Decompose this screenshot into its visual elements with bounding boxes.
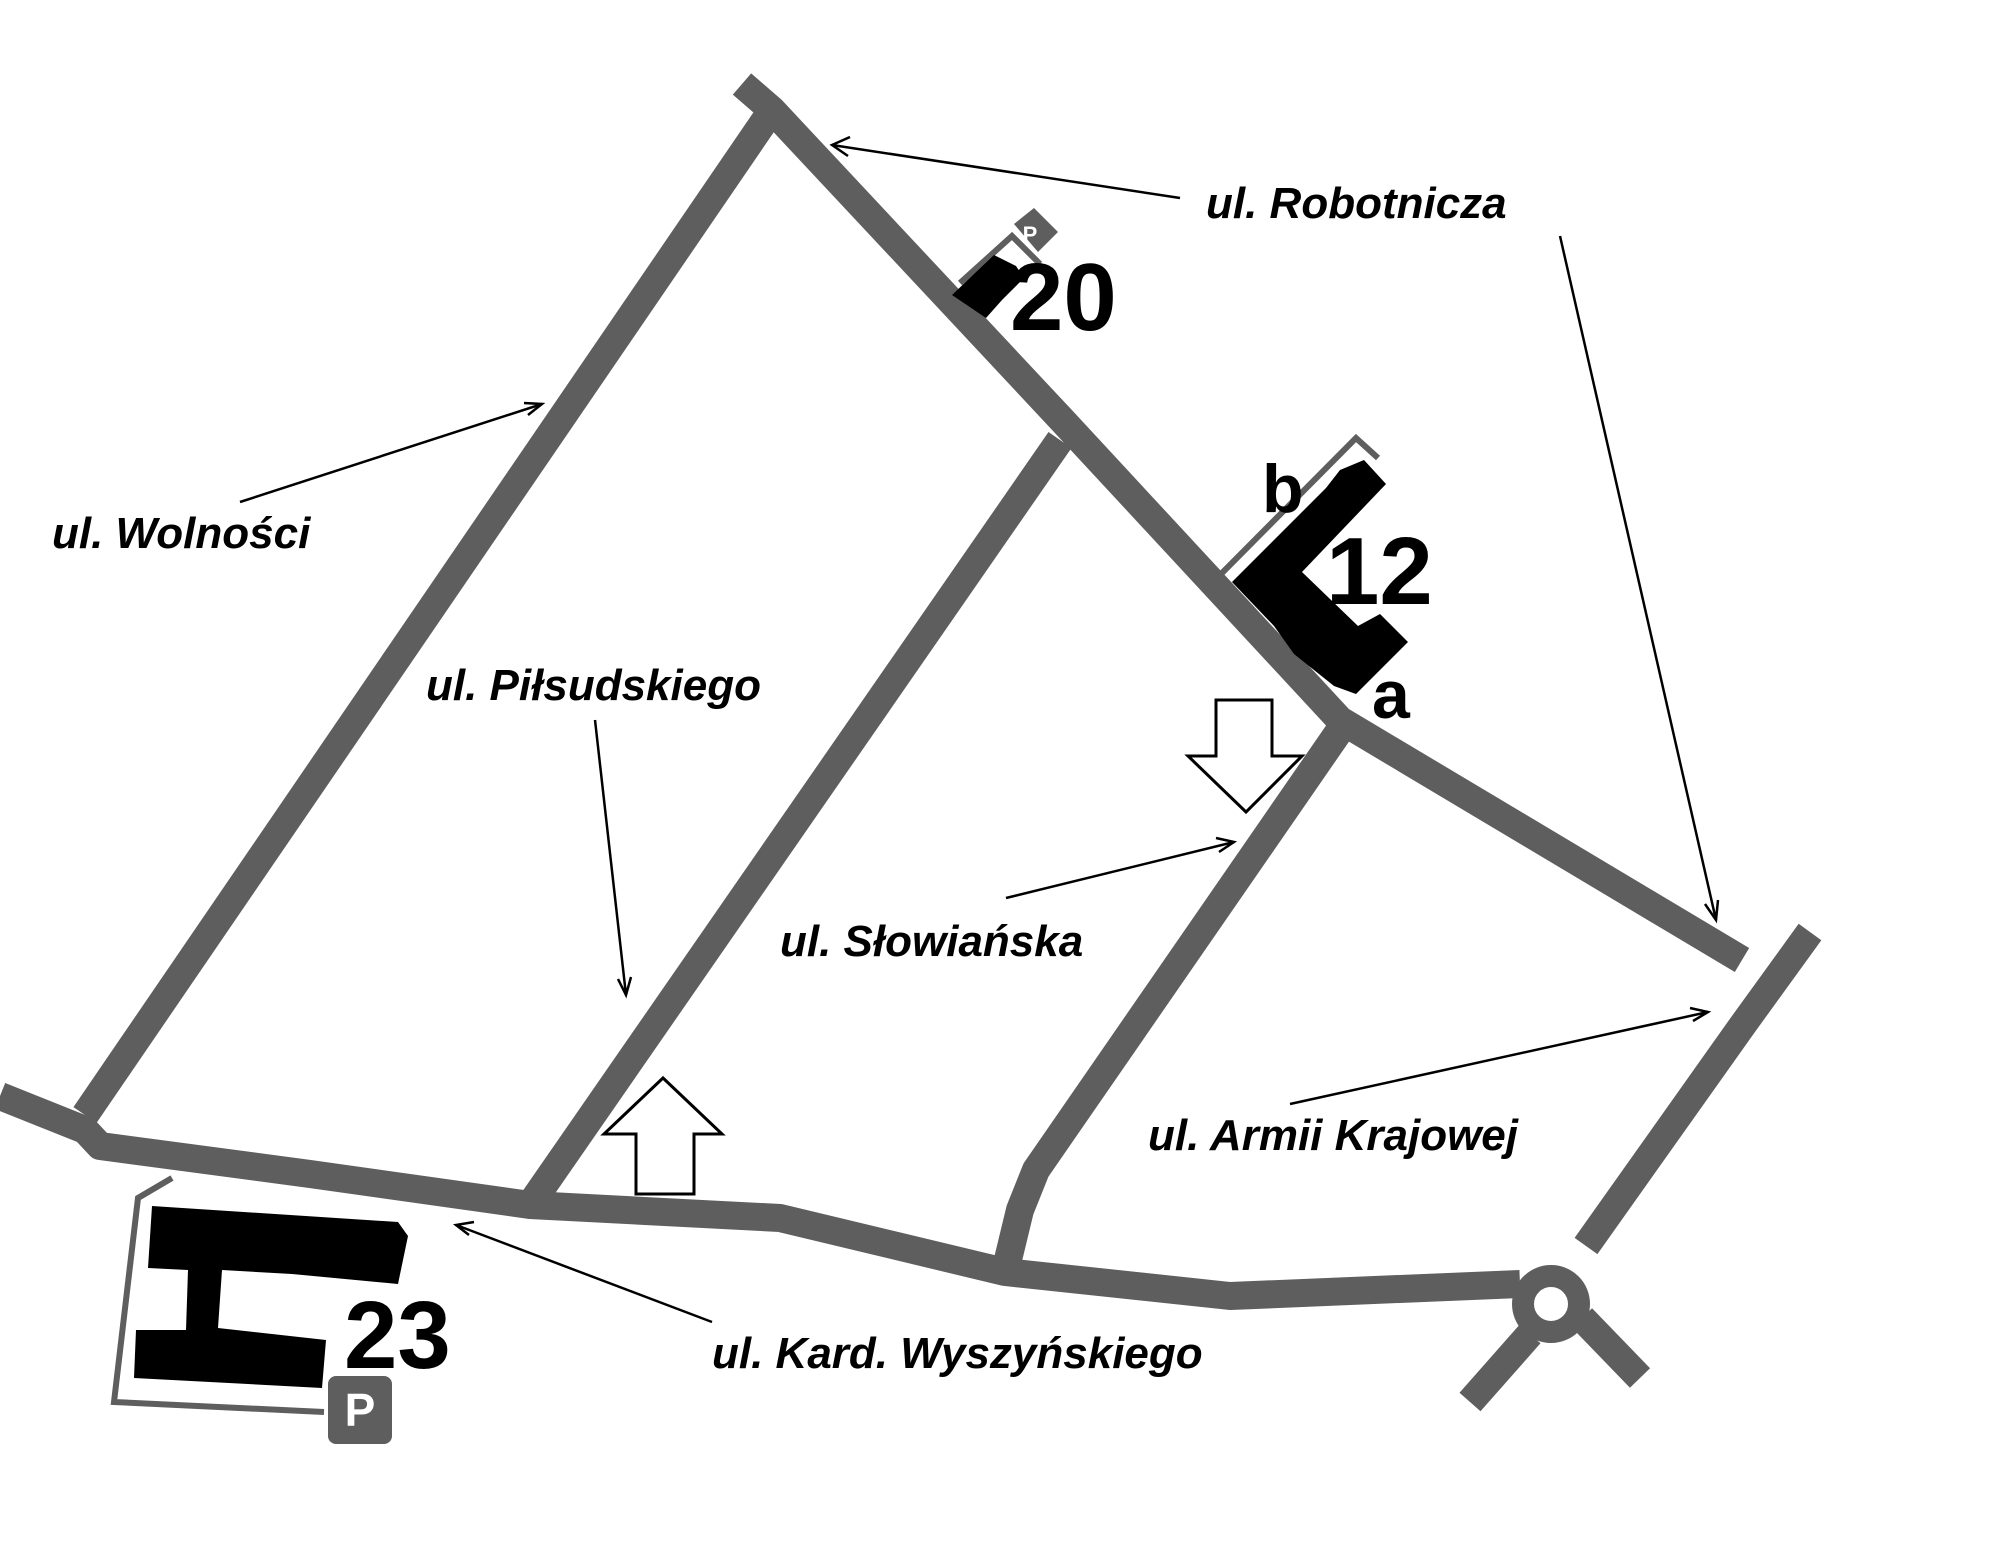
building-20-number: 20 (1010, 244, 1117, 351)
building-20-shape (952, 255, 1024, 318)
building-20: P 20 (952, 208, 1117, 351)
pointer-wolnosci-head (523, 401, 546, 416)
street-label-pilsudskiego: ul. Piłsudskiego (426, 661, 761, 710)
street-label-wolnosci: ul. Wolności (52, 509, 311, 558)
pointer-wolnosci (239, 402, 543, 504)
building-12: b 12 a (1219, 433, 1433, 733)
parking-badge-letter: P (345, 1384, 376, 1436)
building-12-number: 12 (1326, 518, 1433, 625)
building-12-outline (1219, 433, 1381, 576)
parking-icon-letter: P (1023, 222, 1038, 247)
building-12-shape (1232, 460, 1408, 694)
street-label-armii-krajowej: ul. Armii Krajowej (1148, 1111, 1519, 1160)
road-slowianska (991, 722, 1352, 1276)
pointer-wyszynskiego-head (452, 1220, 475, 1236)
road-roundabout-exit-sw (1459, 1324, 1541, 1412)
roundabout-icon (1512, 1265, 1590, 1343)
pointer-pilsudskiego-head (616, 976, 633, 999)
street-labels: ul. Robotnicza ul. Wolności ul. Piłsudsk… (52, 179, 1519, 1378)
building-20-outline (957, 231, 1043, 286)
roads (0, 73, 1822, 1412)
building-23-shape (134, 1206, 408, 1388)
road-armii-krajowej (1574, 923, 1822, 1255)
entrance-arrow-icon (600, 1075, 726, 1196)
label-pointers (239, 135, 1720, 1324)
pointer-pilsudskiego (593, 719, 628, 996)
pointer-slowianska (1005, 840, 1235, 900)
parking-icon: P (328, 1376, 392, 1444)
building-23-outline (110, 1175, 325, 1415)
road-robotnicza (732, 73, 1750, 973)
building-12-wing-b: b (1262, 451, 1304, 527)
building-23-number: 23 (344, 1282, 451, 1389)
road-pilsudskiego (518, 432, 1072, 1213)
pointer-slowianska-head (1215, 836, 1238, 854)
entrance-arrow-icon (1184, 698, 1306, 815)
street-label-robotnicza: ul. Robotnicza (1206, 179, 1507, 228)
pointer-robotnicza-2-head (1703, 899, 1720, 924)
pointer-robotnicza-1 (831, 143, 1181, 200)
road-wolnosci (73, 102, 784, 1123)
road-roundabout-exit-se (1571, 1308, 1651, 1388)
street-label-wyszynskiego: ul. Kard. Wyszyńskiego (712, 1329, 1203, 1378)
entrance-arrows (600, 698, 1306, 1196)
building-12-wing-a: a (1372, 657, 1411, 733)
building-23: P 23 (110, 1175, 451, 1444)
pointer-armii-krajowej-head (1689, 1006, 1712, 1023)
parking-badge (328, 1376, 392, 1444)
pointer-robotnicza-1-head (829, 135, 851, 158)
pointer-robotnicza-2 (1558, 235, 1718, 921)
pointer-wyszynskiego (455, 1223, 713, 1324)
road-wyszynskiego (0, 1083, 1521, 1310)
building-20-parking-icon (1014, 208, 1058, 252)
street-label-slowianska: ul. Słowiańska (780, 917, 1083, 966)
pointer-armii-krajowej (1289, 1010, 1709, 1106)
